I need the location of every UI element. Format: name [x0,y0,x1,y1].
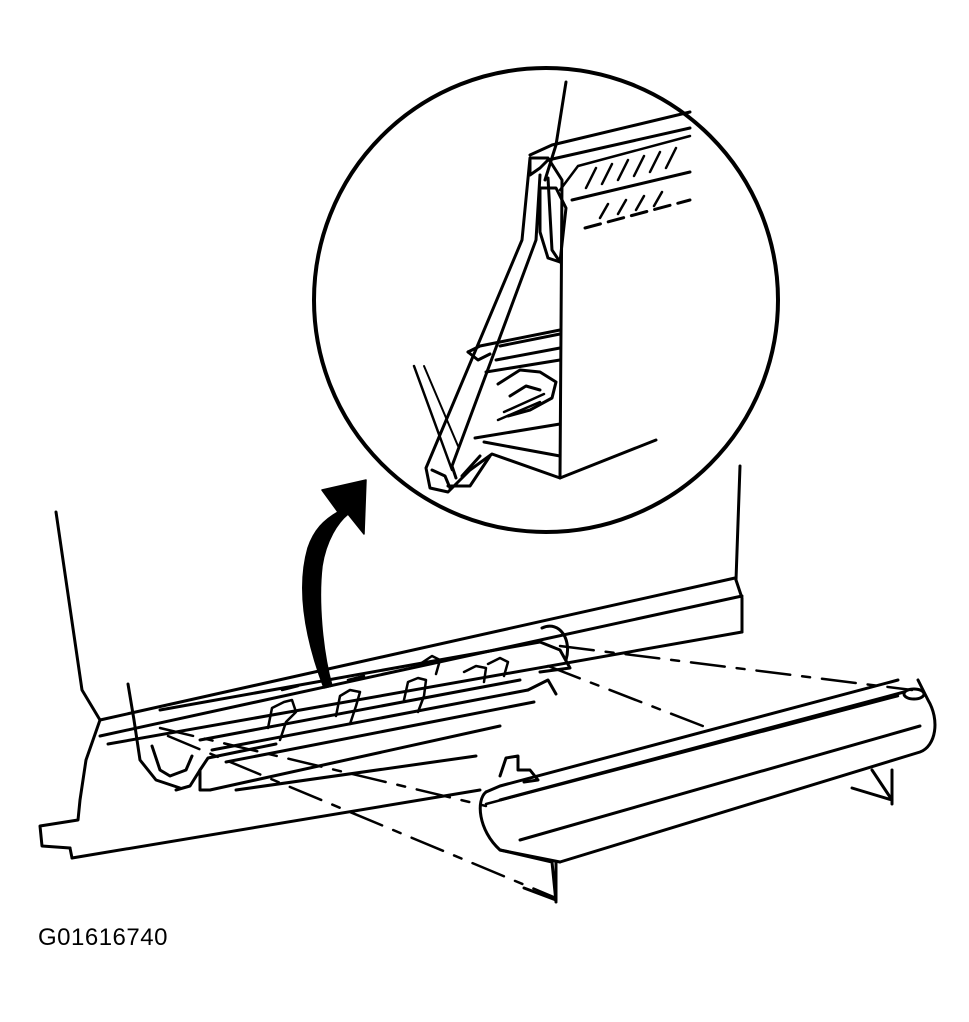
callout-arrow-icon [302,479,367,689]
detail-seal-profile [424,156,568,494]
detail-lower-clip [466,328,562,422]
sill-plate [478,678,937,904]
detail-panel-edge [543,80,568,182]
magnifier-circle [312,66,780,534]
detail-floor-line [558,438,658,480]
figure-code: G01616740 [38,924,168,951]
alignment-lines [158,644,914,900]
detail-view [312,66,780,534]
detail-wire-2 [423,365,459,447]
vehicle-body [38,464,744,860]
sill-clips [266,654,510,742]
detail-wire [412,364,454,472]
detail-upper-seal [528,110,692,230]
